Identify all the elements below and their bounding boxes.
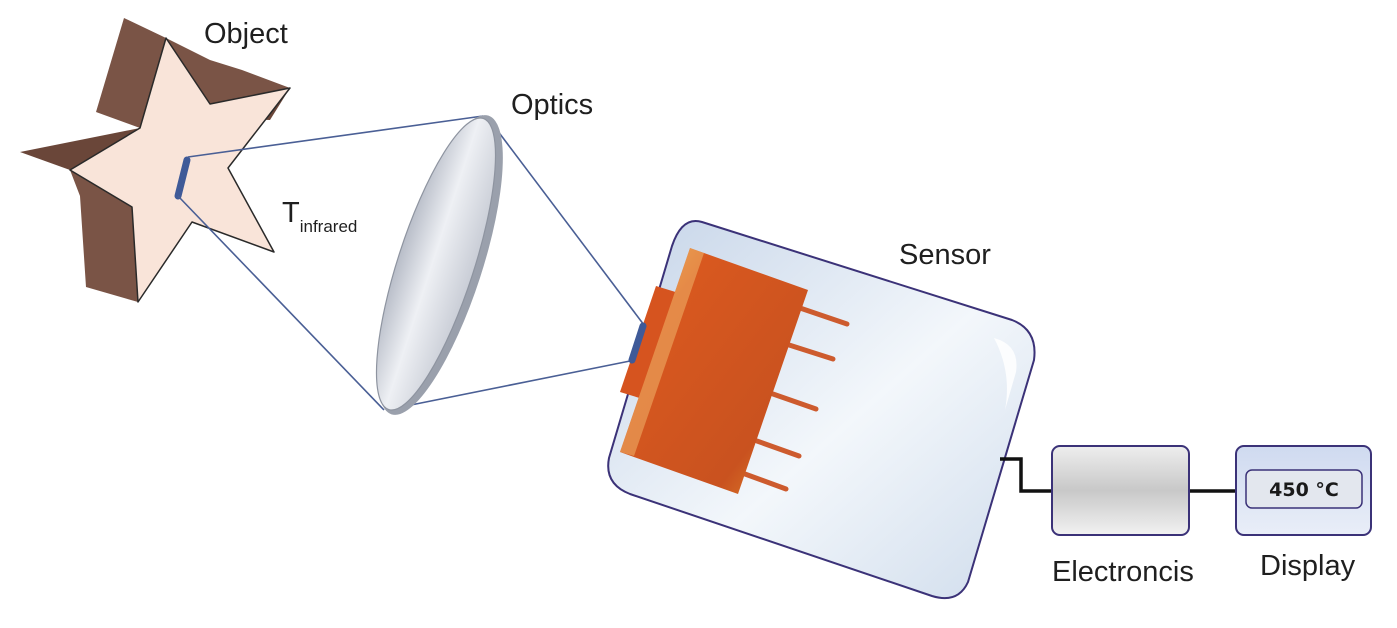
lens-icon [375,115,503,415]
detector-pin [742,471,789,492]
sensor-label: Sensor [899,239,991,271]
temperature-label: Tinfrared [282,197,357,236]
lens-face [375,117,497,411]
temperature-symbol: T [282,197,300,229]
display-reading: 450 °C [1269,479,1339,501]
detector-body [620,248,808,494]
detector-pin [770,391,819,412]
beam-line-upper-focus [487,117,645,326]
optics-label: Optics [511,89,593,121]
detector-pin [754,438,802,459]
display-screen [1245,469,1363,509]
electronics-box-icon [1051,445,1190,536]
star-object-icon [20,18,291,303]
sensor-housing-icon [607,220,1036,600]
sensor-housing-highlight [994,338,1017,410]
detector-pin [797,305,850,327]
detector-body-shade [620,248,704,456]
display-box-icon: 450 °C [1235,445,1372,536]
electronics-label: Electroncis [1052,556,1194,588]
temperature-subscript: infrared [300,217,358,236]
detector-flange [620,286,682,400]
display-label: Display [1260,550,1356,582]
detector-window [628,322,647,364]
signal-wires [1000,457,1236,493]
beam-line-upper [187,115,484,158]
star-front-face [69,37,291,303]
beam-line-lower [177,195,385,411]
star-side-face [20,128,152,170]
star-side-face [96,18,166,128]
star-side-face [70,170,138,302]
beam-line-lower-focus [385,359,636,411]
measurement-spot [174,156,191,200]
star-side-face [166,38,290,104]
infrared-beam [177,115,645,411]
detector-pins [742,305,850,492]
object-label: Object [204,18,288,50]
detector-pin [783,341,836,362]
wire-sensor-to-electronics [1000,457,1052,493]
